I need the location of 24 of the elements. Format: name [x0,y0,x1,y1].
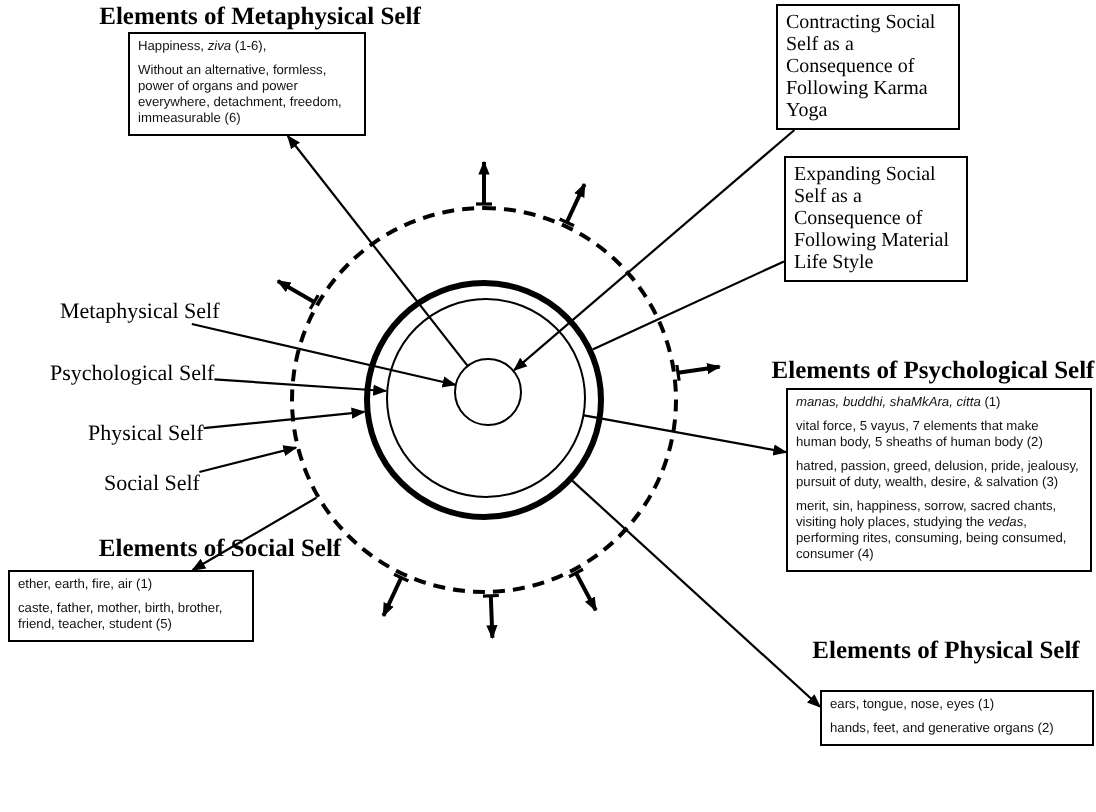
arrow [513,129,796,372]
thick-circle [363,279,604,520]
ring-label: Metaphysical Self [60,300,220,324]
heading: Elements of Psychological Self [770,356,1096,386]
circle [385,297,586,498]
arrow [203,407,366,430]
arrow [191,322,457,388]
arrow [191,496,317,571]
arrow [583,414,788,456]
arrow [199,445,298,474]
ring-label: Psychological Self [50,362,215,386]
inner-circle [454,358,523,427]
box-text: Expanding Social Self as a Consequence of Following Material Life Style [794,164,951,274]
heading: Elements of Physical Self [810,636,1082,666]
heading: Elements of Metaphysical Self [97,2,423,32]
ring-label: Physical Self [88,422,204,446]
arrow [286,134,469,367]
arrow [214,378,388,396]
text-box [776,4,960,130]
text-box [784,156,968,282]
arrow [571,479,822,708]
heading: Elements of Social Self [96,534,344,564]
box-text: Contracting Social Self as a Consequence of Following Karma Yoga [786,12,938,122]
ring-label: Social Self [104,472,200,496]
